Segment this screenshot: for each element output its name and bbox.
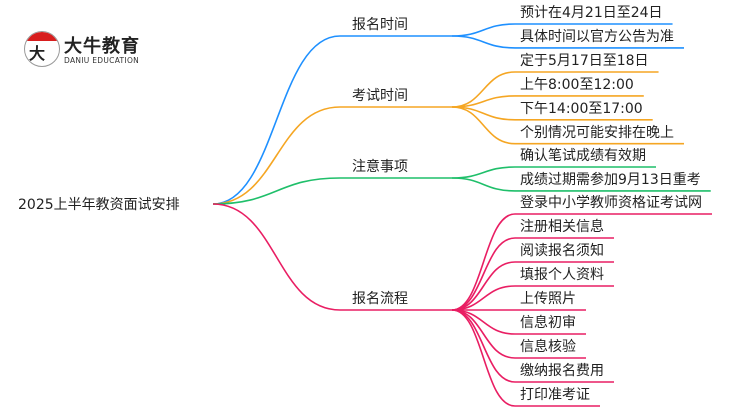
branch-node[interactable]: 考试时间 (352, 88, 408, 104)
branch-connector (212, 177, 452, 205)
logo-emblem: 大牛 (24, 31, 60, 67)
leaf-connector (451, 213, 712, 311)
leaf-connector (451, 95, 644, 108)
leaf-connector (451, 237, 614, 311)
branch-node[interactable]: 注意事项 (352, 159, 408, 175)
leaf-connector (451, 309, 600, 407)
branch-connector (212, 106, 452, 205)
leaf-node[interactable]: 信息核验 (520, 339, 576, 355)
leaf-node[interactable]: 下午14:00至17:00 (520, 100, 643, 117)
leaf-node[interactable]: 成绩过期需参加9月13日重考 (520, 171, 701, 188)
leaf-connector (451, 23, 673, 37)
leaf-node[interactable]: 定于5月17日至18日 (520, 53, 649, 69)
branch-connector (212, 35, 452, 205)
leaf-node[interactable]: 阅读报名须知 (520, 243, 604, 259)
leaf-node[interactable]: 登录中小学教师资格证考试网 (520, 195, 702, 211)
leaf-connector (451, 177, 711, 192)
leaf-node[interactable]: 个别情况可能安排在晚上 (520, 124, 674, 141)
branch-node[interactable]: 报名时间 (352, 17, 408, 33)
branch-connector (212, 203, 452, 311)
leaf-node[interactable]: 确认笔试成绩有效期 (520, 148, 646, 164)
leaf-node[interactable]: 注册相关信息 (520, 219, 604, 235)
leaf-connector (451, 285, 614, 311)
leaf-connector (451, 106, 684, 145)
leaf-connector (451, 106, 653, 121)
logo: 大牛 大牛教育 DANIU EDUCATION (22, 28, 172, 74)
leaf-node[interactable]: 上午8:00至12:00 (520, 76, 634, 93)
leaf-node[interactable]: 缴纳报名费用 (520, 363, 604, 379)
root-node[interactable]: 2025上半年教资面试安排 (18, 197, 180, 213)
leaf-node[interactable]: 信息初审 (520, 315, 576, 331)
leaf-connector (451, 166, 656, 179)
leaf-node[interactable]: 上传照片 (520, 291, 576, 307)
leaf-connector (451, 261, 614, 311)
logo-name: 大牛教育 (64, 36, 140, 57)
leaf-node[interactable]: 打印准考证 (520, 387, 590, 403)
leaf-connector (451, 35, 684, 49)
leaf-node[interactable]: 预计在4月21日至24日 (520, 5, 663, 21)
leaf-node[interactable]: 具体时间以官方公告为准 (520, 28, 674, 45)
leaf-node[interactable]: 填报个人资料 (520, 267, 604, 283)
leaf-connector (451, 71, 659, 108)
branch-node[interactable]: 报名流程 (352, 291, 408, 307)
logo-subtitle: DANIU EDUCATION (64, 56, 140, 65)
